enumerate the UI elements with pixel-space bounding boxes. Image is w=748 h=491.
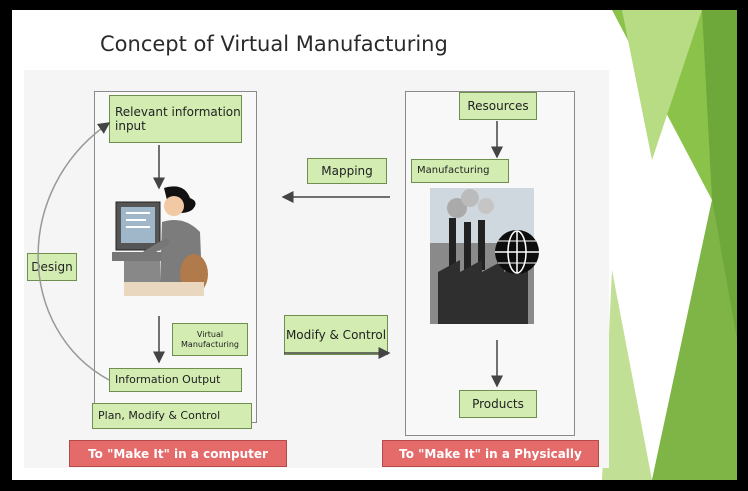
information-output-box: Information Output <box>109 368 242 392</box>
modify-control-box: Modify & Control <box>284 315 388 355</box>
globe-icon <box>495 230 539 274</box>
manufacturing-box: Manufacturing <box>411 159 509 183</box>
slide: Concept of Virtual Manufacturing Relevan… <box>12 10 737 480</box>
mapping-box: Mapping <box>307 158 387 184</box>
diagram-connectors <box>37 121 539 388</box>
design-box: Design <box>27 253 77 281</box>
relevant-input-box: Relevant information input <box>109 95 242 143</box>
design-feedback-arrow <box>37 122 111 381</box>
background-decoration <box>602 10 737 480</box>
resources-box: Resources <box>459 92 537 120</box>
slide-title: Concept of Virtual Manufacturing <box>100 32 448 56</box>
factory-icon <box>430 188 534 324</box>
virtual-manufacturing-box: Virtual Manufacturing <box>172 323 248 356</box>
person-at-computer-icon <box>112 186 208 296</box>
computer-footer-box: To "Make It" in a computer <box>69 440 287 467</box>
physical-footer-box: To "Make It" in a Physically <box>382 440 599 467</box>
products-box: Products <box>459 390 537 418</box>
plan-modify-control-box: Plan, Modify & Control <box>92 403 252 429</box>
